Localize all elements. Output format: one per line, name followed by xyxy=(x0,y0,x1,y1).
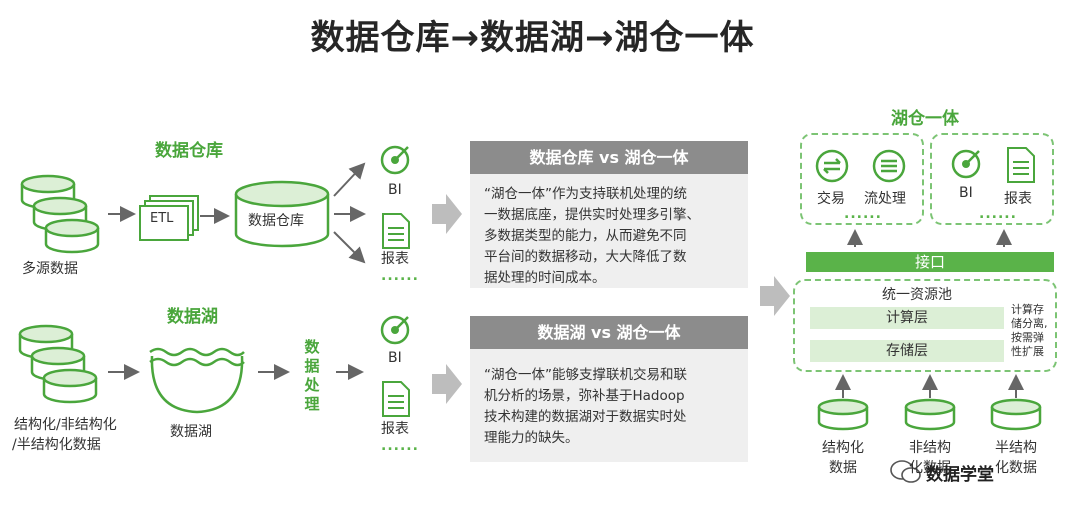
bi-label-lake: BI xyxy=(388,350,402,366)
etl-icon xyxy=(139,195,199,241)
resource-pool xyxy=(793,279,1057,372)
compare-line: 据处理的时间成本。 xyxy=(484,270,606,286)
compare-header-warehouse: 数据仓库 vs 湖仓一体 xyxy=(470,141,748,174)
report-icon-lakehouse xyxy=(1007,147,1035,183)
data-lake-icon xyxy=(149,347,245,414)
report-icon-lake xyxy=(382,381,410,417)
process-char: 据 xyxy=(304,357,320,375)
compare-line: “湖仓一体”作为支持联机处理的统 xyxy=(484,186,687,202)
more-dots: ...... xyxy=(381,268,419,284)
page-title: 数据仓库→数据湖→湖仓一体 xyxy=(310,18,755,58)
report-icon xyxy=(382,213,410,249)
compute-layer: 计算层 xyxy=(810,307,1004,329)
bi-icon-lake xyxy=(380,315,410,345)
arrow-right-icon xyxy=(432,194,462,234)
storage-layer: 存储层 xyxy=(810,340,1004,362)
source-line: 化数据 xyxy=(909,460,951,476)
bi-label: BI xyxy=(388,182,402,198)
compare-line: 多数据类型的能力，从而避免不同 xyxy=(484,228,687,244)
process-char: 数 xyxy=(304,338,320,356)
apps-group-right xyxy=(930,133,1054,225)
structured-db-icon xyxy=(817,398,869,431)
watermark: 数据学堂 xyxy=(926,465,994,485)
compare-line: 技术构建的数据湖对于数据实时处 xyxy=(484,409,687,425)
source-structured: 结构化 数据 xyxy=(819,438,867,478)
lake-heading: 数据湖 xyxy=(167,307,218,327)
compare-line: 平台间的数据移动，大大降低了数 xyxy=(484,249,687,265)
bi-icon xyxy=(380,145,410,175)
more-dots-lake: ...... xyxy=(381,438,419,454)
report-label: 报表 xyxy=(381,251,409,267)
compare-body-lake: “湖仓一体”能够支撑联机交易和联 机分析的场景，弥补基于Hadoop 技术构建的… xyxy=(470,349,748,462)
arrow-right-icon xyxy=(760,276,790,316)
warehouse-heading: 数据仓库 xyxy=(155,141,223,161)
note-line: 按需弹 xyxy=(1011,331,1044,344)
wechat-logo-icon xyxy=(890,460,921,483)
multi-source-label: 多源数据 xyxy=(22,261,78,277)
compare-line: 机分析的场景，弥补基于Hadoop xyxy=(484,388,685,404)
mixed-source-db-icon xyxy=(18,324,98,404)
mixed-source-label-2: /半结构化数据 xyxy=(12,437,101,453)
note-line: 储分离, xyxy=(1011,317,1048,330)
source-line: 半结构 xyxy=(995,440,1037,456)
apps-group-left xyxy=(800,133,924,225)
arrow-right-icon xyxy=(432,364,462,404)
warehouse-db-icon xyxy=(234,180,330,248)
source-line: 结构化 xyxy=(822,440,864,456)
compare-line: 理能力的缺失。 xyxy=(484,430,579,446)
multi-source-db-icon xyxy=(20,174,100,254)
mixed-source-label-1: 结构化/非结构化 xyxy=(14,417,117,433)
compare-line: 一数据底座，提供实时处理多引擎、 xyxy=(484,207,700,223)
more-dots-apps: ...... xyxy=(844,206,882,222)
report-label-lake: 报表 xyxy=(381,421,409,437)
separation-note: 计算存 储分离, 按需弹 性扩展 xyxy=(1011,303,1053,359)
source-line: 非结构 xyxy=(909,440,951,456)
process-char: 处 xyxy=(304,376,320,394)
lake-store-label: 数据湖 xyxy=(170,424,212,440)
resource-pool-label: 统一资源池 xyxy=(882,287,952,303)
stream-processing-icon xyxy=(872,149,906,183)
report-label-lakehouse: 报表 xyxy=(1004,191,1032,207)
transaction-icon xyxy=(815,149,849,183)
warehouse-store-label: 数据仓库 xyxy=(248,213,304,229)
compare-line: “湖仓一体”能够支撑联机交易和联 xyxy=(484,367,687,383)
interface-bar: 接口 xyxy=(806,252,1054,272)
unstructured-db-icon xyxy=(904,398,956,431)
more-dots-apps-right: ...... xyxy=(979,206,1017,222)
note-line: 计算存 xyxy=(1011,303,1044,316)
source-semistructured: 半结构 化数据 xyxy=(986,438,1046,478)
process-char: 理 xyxy=(304,395,320,413)
data-processing-label: 数 据 处 理 xyxy=(302,338,322,414)
source-line: 化数据 xyxy=(995,460,1037,476)
bi-label-lakehouse: BI xyxy=(959,185,973,201)
source-line: 数据 xyxy=(829,460,857,476)
etl-label: ETL xyxy=(150,211,174,226)
transaction-label: 交易 xyxy=(817,191,845,207)
compare-header-lake: 数据湖 vs 湖仓一体 xyxy=(470,316,748,349)
lakehouse-heading: 湖仓一体 xyxy=(891,109,959,129)
stream-label: 流处理 xyxy=(864,191,906,207)
source-unstructured: 非结构 化数据 xyxy=(900,438,960,478)
bi-icon-lakehouse xyxy=(951,149,981,179)
compare-body-warehouse: “湖仓一体”作为支持联机处理的统 一数据底座，提供实时处理多引擎、 多数据类型的… xyxy=(470,174,748,288)
note-line: 性扩展 xyxy=(1011,345,1044,358)
semistructured-db-icon xyxy=(990,398,1042,431)
